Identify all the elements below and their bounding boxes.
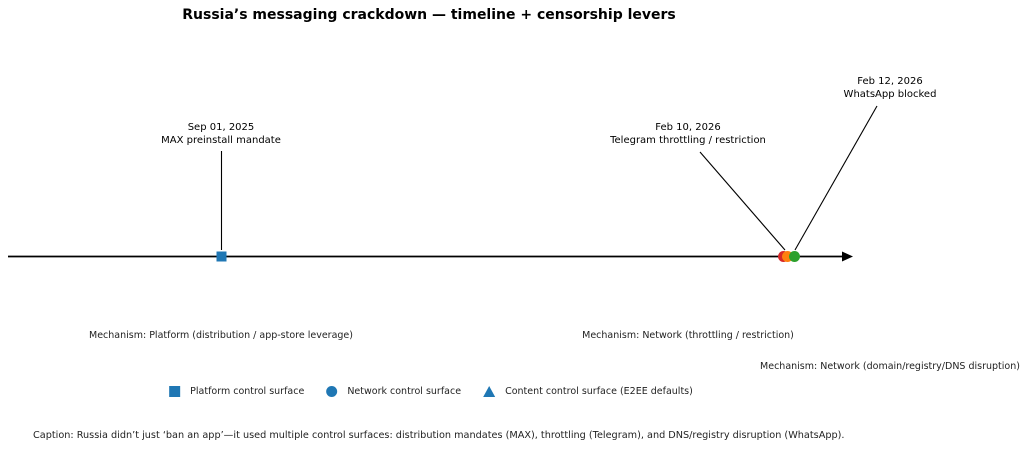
- event-label: MAX preinstall mandate: [161, 135, 281, 146]
- legend-item-network: Network control surface: [326, 386, 461, 397]
- event-annotation-telegram: Feb 10, 2026 Telegram throttling / restr…: [610, 121, 766, 147]
- chart-caption: Caption: Russia didn’t just ‘ban an app’…: [33, 430, 845, 441]
- mechanism-label-network-dns: Mechanism: Network (domain/registry/DNS …: [760, 361, 1020, 372]
- square-marker-icon: [169, 386, 181, 397]
- event-date: Sep 01, 2025: [187, 122, 255, 133]
- legend-label: Content control surface (E2EE defaults): [505, 386, 693, 397]
- triangle-marker-icon: [483, 386, 496, 397]
- connector-event-3: [794, 105, 878, 251]
- whatsapp-event-marker: [789, 251, 800, 262]
- connector-event-2: [699, 151, 786, 251]
- event-date: Feb 12, 2026: [857, 76, 923, 87]
- legend-item-platform: Platform control surface: [169, 386, 304, 397]
- axis-arrowhead-icon: [842, 251, 853, 262]
- legend-label: Platform control surface: [190, 386, 305, 397]
- event-label: Telegram throttling / restriction: [610, 135, 766, 146]
- mechanism-label-platform: Mechanism: Platform (distribution / app-…: [89, 330, 353, 341]
- event-date: Feb 10, 2026: [655, 122, 721, 133]
- event-label: WhatsApp blocked: [843, 89, 937, 100]
- event-annotation-max: Sep 01, 2025 MAX preinstall mandate: [161, 121, 281, 147]
- mechanism-label-network-throttling: Mechanism: Network (throttling / restric…: [582, 330, 794, 341]
- max-event-marker: [216, 251, 227, 262]
- legend-label: Network control surface: [347, 386, 462, 397]
- circle-marker-icon: [326, 386, 338, 397]
- chart-title: Russia’s messaging crackdown — timeline …: [182, 7, 676, 23]
- event-annotation-whatsapp: Feb 12, 2026 WhatsApp blocked: [844, 75, 937, 101]
- legend-item-content: Content control surface (E2EE defaults): [483, 386, 693, 397]
- legend: Platform control surface Network control…: [169, 386, 693, 397]
